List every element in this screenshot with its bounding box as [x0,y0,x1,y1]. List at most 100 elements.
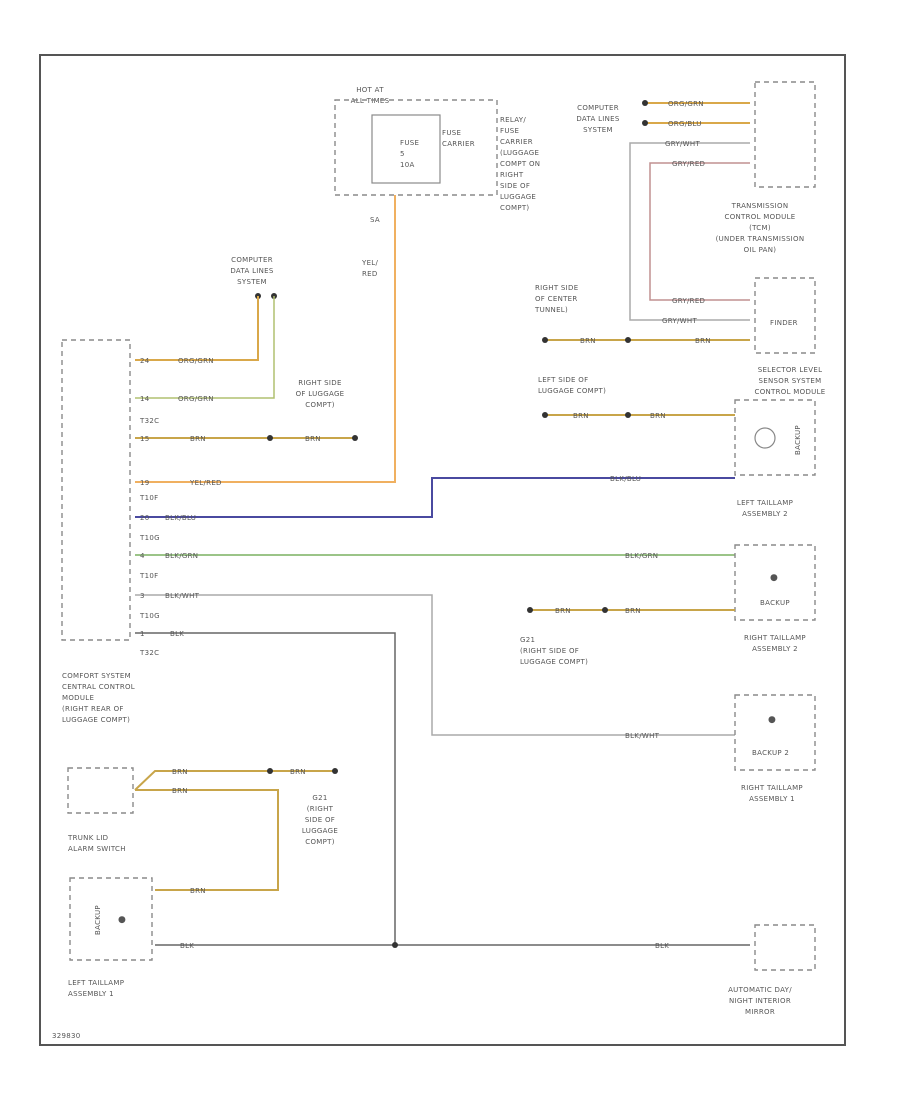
splice-dot [642,100,648,106]
trunk-lid-switch-box [67,767,134,814]
backup-label: BACKUP [760,599,790,607]
wire-label-blk-grn: BLK/GRN [165,552,198,560]
wire-label-blk: BLK [170,630,184,638]
wire-brn-trunk [134,770,335,791]
wire-label-brn: BRN [172,768,188,776]
diagram-id-label: 329830 [52,1032,81,1040]
wire-label-brn: BRN [580,337,596,345]
splice-dot [625,337,631,343]
bulb-icon: ● [768,715,776,725]
bulb-icon: ● [770,573,778,583]
wire-blk-blu [135,477,735,518]
wire-org-grn-left [135,296,259,361]
wire-label-org-blu: ORG/BLU [668,120,702,128]
pin-label: 19 [140,479,150,487]
wire-label-brn: BRN [625,607,641,615]
pin-label: 14 [140,395,150,403]
wire-label-blk-wht: BLK/WHT [625,732,660,740]
right-taillamp-1-box [734,694,816,771]
pin-t10g-label-2: T10G [139,612,160,620]
ground-point [527,607,533,613]
wire-label-brn: BRN [172,787,188,795]
wire-label-org-grn: ORG/GRN [668,100,704,108]
wire-label-brn: BRN [290,768,306,776]
selector-label: FINDER [770,319,798,327]
pin-t10g-label: T10G [139,534,160,542]
pin-label: 4 [140,552,145,560]
splice-dot [625,412,631,418]
pin-label: 24 [140,357,150,365]
wire-label-blk: BLK [655,942,669,950]
wire-brn-left-taillamp [135,789,279,891]
diagram-frame [39,54,846,1046]
pin-t32c-label-2: T32C [139,649,159,657]
wire-label-blk: BLK [180,942,194,950]
ground-point [542,337,548,343]
ground-point [332,768,338,774]
backup-label: BACKUP [94,905,102,935]
wire-label-yel-red-vertical: YEL/RED [361,259,378,278]
splice-dot [267,435,273,441]
left-taillamp-1-box [69,877,153,961]
wire-label-gry-red: GRY/RED [672,297,705,305]
wire-label-blk-blu: BLK/BLU [165,514,196,522]
pin-label: 15 [140,435,150,443]
wire-org-blu-left [135,296,275,399]
wire-yel-red [135,195,396,483]
splice-dot [267,768,273,774]
pin-t10f-label-2: T10F [139,572,158,580]
pin-t32c-label: T32C [139,417,159,425]
pin-t10f-label: T10F [139,494,158,502]
wire-label-org-grn: ORG/GRN [178,395,214,403]
wire-label-gry-red: GRY/RED [672,160,705,168]
splice-dot [642,120,648,126]
wire-label-brn: BRN [190,435,206,443]
fuse-block [371,114,441,184]
fuse-carrier-box [334,99,498,196]
ground-point [542,412,548,418]
bulb-icon [754,427,776,449]
ground-point [352,435,358,441]
backup-2-label: BACKUP 2 [752,749,789,757]
wire-label-brn: BRN [190,887,206,895]
wire-gry-red [649,162,750,301]
wire-label-blk-grn: BLK/GRN [625,552,658,560]
pin-sa-label: SA [370,216,380,224]
bulb-icon: ● [118,915,126,925]
wire-blk-wht [135,594,735,736]
wire-label-blk-blu: BLK/BLU [610,475,641,483]
wire-blk [135,632,396,945]
splice-dot [392,942,398,948]
splice-dot [602,607,608,613]
wire-label-brn: BRN [305,435,321,443]
wire-label-org-grn: ORG/GRN [178,357,214,365]
wire-label-gry-wht: GRY/WHT [662,317,697,325]
wire-gry-wht [629,142,750,321]
backup-label: BACKUP [794,425,802,455]
wire-label-gry-wht: GRY/WHT [665,140,700,148]
comfort-module-box [61,339,131,641]
pin-label: 3 [140,592,145,600]
transmission-module-box [754,81,816,188]
wire-label-brn: BRN [695,337,711,345]
